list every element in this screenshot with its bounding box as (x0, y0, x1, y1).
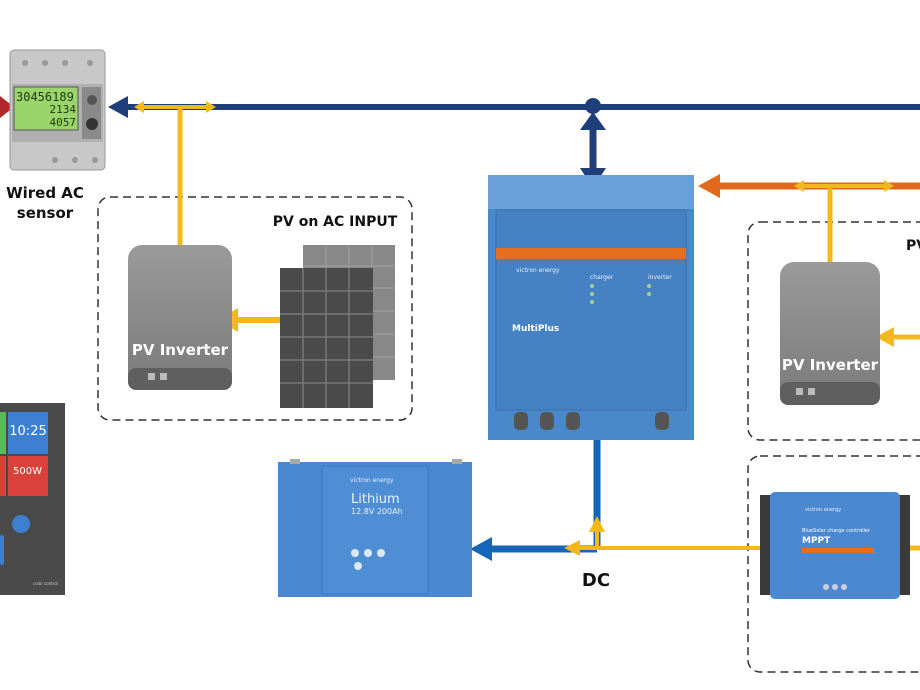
color-control-power: 500W (13, 466, 42, 477)
battery-spec: 12.8V 200Ah (351, 507, 403, 516)
sensor-label-line1: Wired AC (6, 184, 84, 202)
color-control-time: 10:25 (9, 424, 46, 439)
lithium-battery: victron energy Lithium 12.8V 200Ah (278, 459, 472, 597)
mppt-brand: victron energy (805, 507, 841, 513)
solar-panels (280, 245, 395, 408)
mppt-subtitle: BlueSolar charge controller (802, 528, 871, 534)
pv-ac-output-title: PV (906, 238, 920, 254)
multiplus-inverter-charger: victron energy charger inverter MultiPlu… (488, 175, 694, 440)
multiplus-brand: victron energy (516, 267, 560, 274)
pv-inverter-output-label: PV Inverter (782, 356, 879, 374)
battery-brand: victron energy (350, 477, 394, 484)
sensor-reading-3: 4057 (50, 116, 77, 129)
multiplus-charger-label: charger (590, 274, 614, 281)
sensor-input-arrow (0, 96, 14, 118)
ac-output-bus (698, 174, 920, 347)
color-control-gx: 10:25 500W color control (0, 403, 65, 595)
sensor-label-line2: sensor (17, 204, 74, 222)
mppt-group (747, 455, 920, 673)
multiplus-name: MultiPlus (512, 324, 559, 334)
sensor-reading-1: 30456189 (16, 90, 74, 104)
pv-ac-output-group (747, 221, 920, 441)
multiplus-inverter-label: inverter (648, 274, 672, 281)
pv-ac-input-title: PV on AC INPUT (273, 214, 398, 230)
pv-ac-input-group (97, 196, 413, 421)
sensor-reading-2: 2134 (50, 103, 77, 116)
mppt-name: MPPT (802, 536, 831, 546)
wired-ac-sensor: 30456189 2134 4057 (9, 49, 106, 171)
pv-inverter-input-label: PV Inverter (132, 341, 229, 359)
color-control-brand: color control (33, 581, 58, 586)
dc-label: DC (582, 570, 610, 591)
pv-inverter-output: PV Inverter (780, 262, 880, 405)
mppt-charge-controller: victron energy BlueSolar charge controll… (760, 492, 910, 599)
pv-inverter-input: PV Inverter (128, 245, 232, 390)
battery-name: Lithium (351, 492, 400, 507)
ac-input-bus (108, 96, 920, 188)
